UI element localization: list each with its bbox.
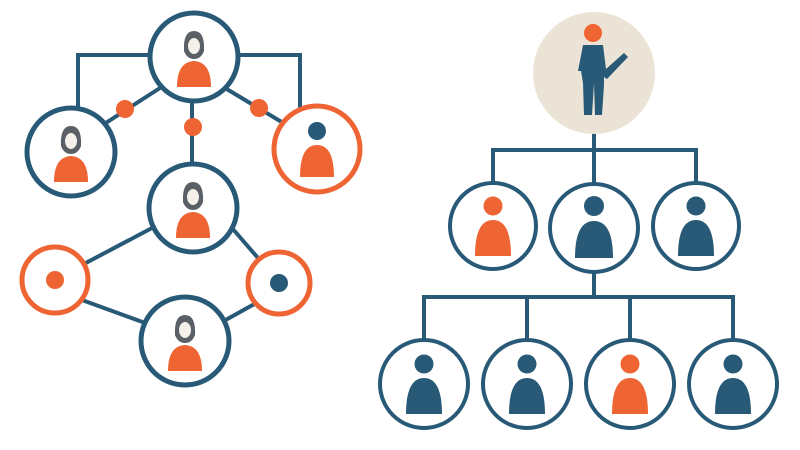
- junction-dot: [250, 99, 268, 117]
- connector-middle-to-left-dot: [80, 226, 154, 267]
- org-connectors: [422, 130, 735, 342]
- person-avatar-icon: [678, 196, 714, 256]
- connector-right-dot-to-bottom: [220, 300, 260, 324]
- person-avatar-icon: [406, 354, 442, 414]
- node-right-dot: [245, 249, 313, 317]
- staff-node: [481, 338, 573, 430]
- connector-top-left-bracket: [76, 53, 152, 112]
- presenter-icon: [578, 24, 628, 115]
- node-right-man: [271, 103, 363, 195]
- person-avatar-icon: [475, 196, 511, 256]
- person-avatar-icon: [612, 354, 648, 414]
- network-diagram: [19, 10, 363, 388]
- person-avatar-icon: [509, 354, 545, 414]
- staff-node: [378, 338, 470, 430]
- node-top-woman: [147, 10, 241, 104]
- node-bottom-woman: [138, 294, 232, 388]
- woman-avatar-icon: [176, 182, 210, 238]
- junction-dot: [184, 118, 202, 136]
- connector-middle-to-right-dot: [230, 226, 260, 260]
- woman-avatar-icon: [177, 31, 211, 87]
- staff-node: [584, 338, 676, 430]
- staff-node: [687, 338, 779, 430]
- manager-node: [548, 182, 640, 274]
- junction-dot: [116, 100, 134, 118]
- connector-top-right-bracket: [236, 53, 302, 114]
- manager-node: [448, 181, 538, 271]
- node-middle-woman: [146, 161, 240, 255]
- person-avatar-icon: [575, 196, 613, 258]
- leader-node: [533, 12, 655, 134]
- woman-avatar-icon: [54, 126, 88, 182]
- manager-node: [651, 181, 741, 271]
- connector-level3-bus: [422, 295, 735, 342]
- node-left-woman: [24, 105, 118, 199]
- woman-avatar-icon: [168, 315, 202, 371]
- node-left-dot: [19, 244, 91, 316]
- org-chart: [378, 12, 779, 430]
- person-avatar-icon: [300, 122, 334, 177]
- connector-left-dot-to-bottom: [80, 298, 150, 326]
- person-avatar-icon: [715, 354, 751, 414]
- node-dot: [270, 274, 288, 292]
- node-dot: [46, 271, 64, 289]
